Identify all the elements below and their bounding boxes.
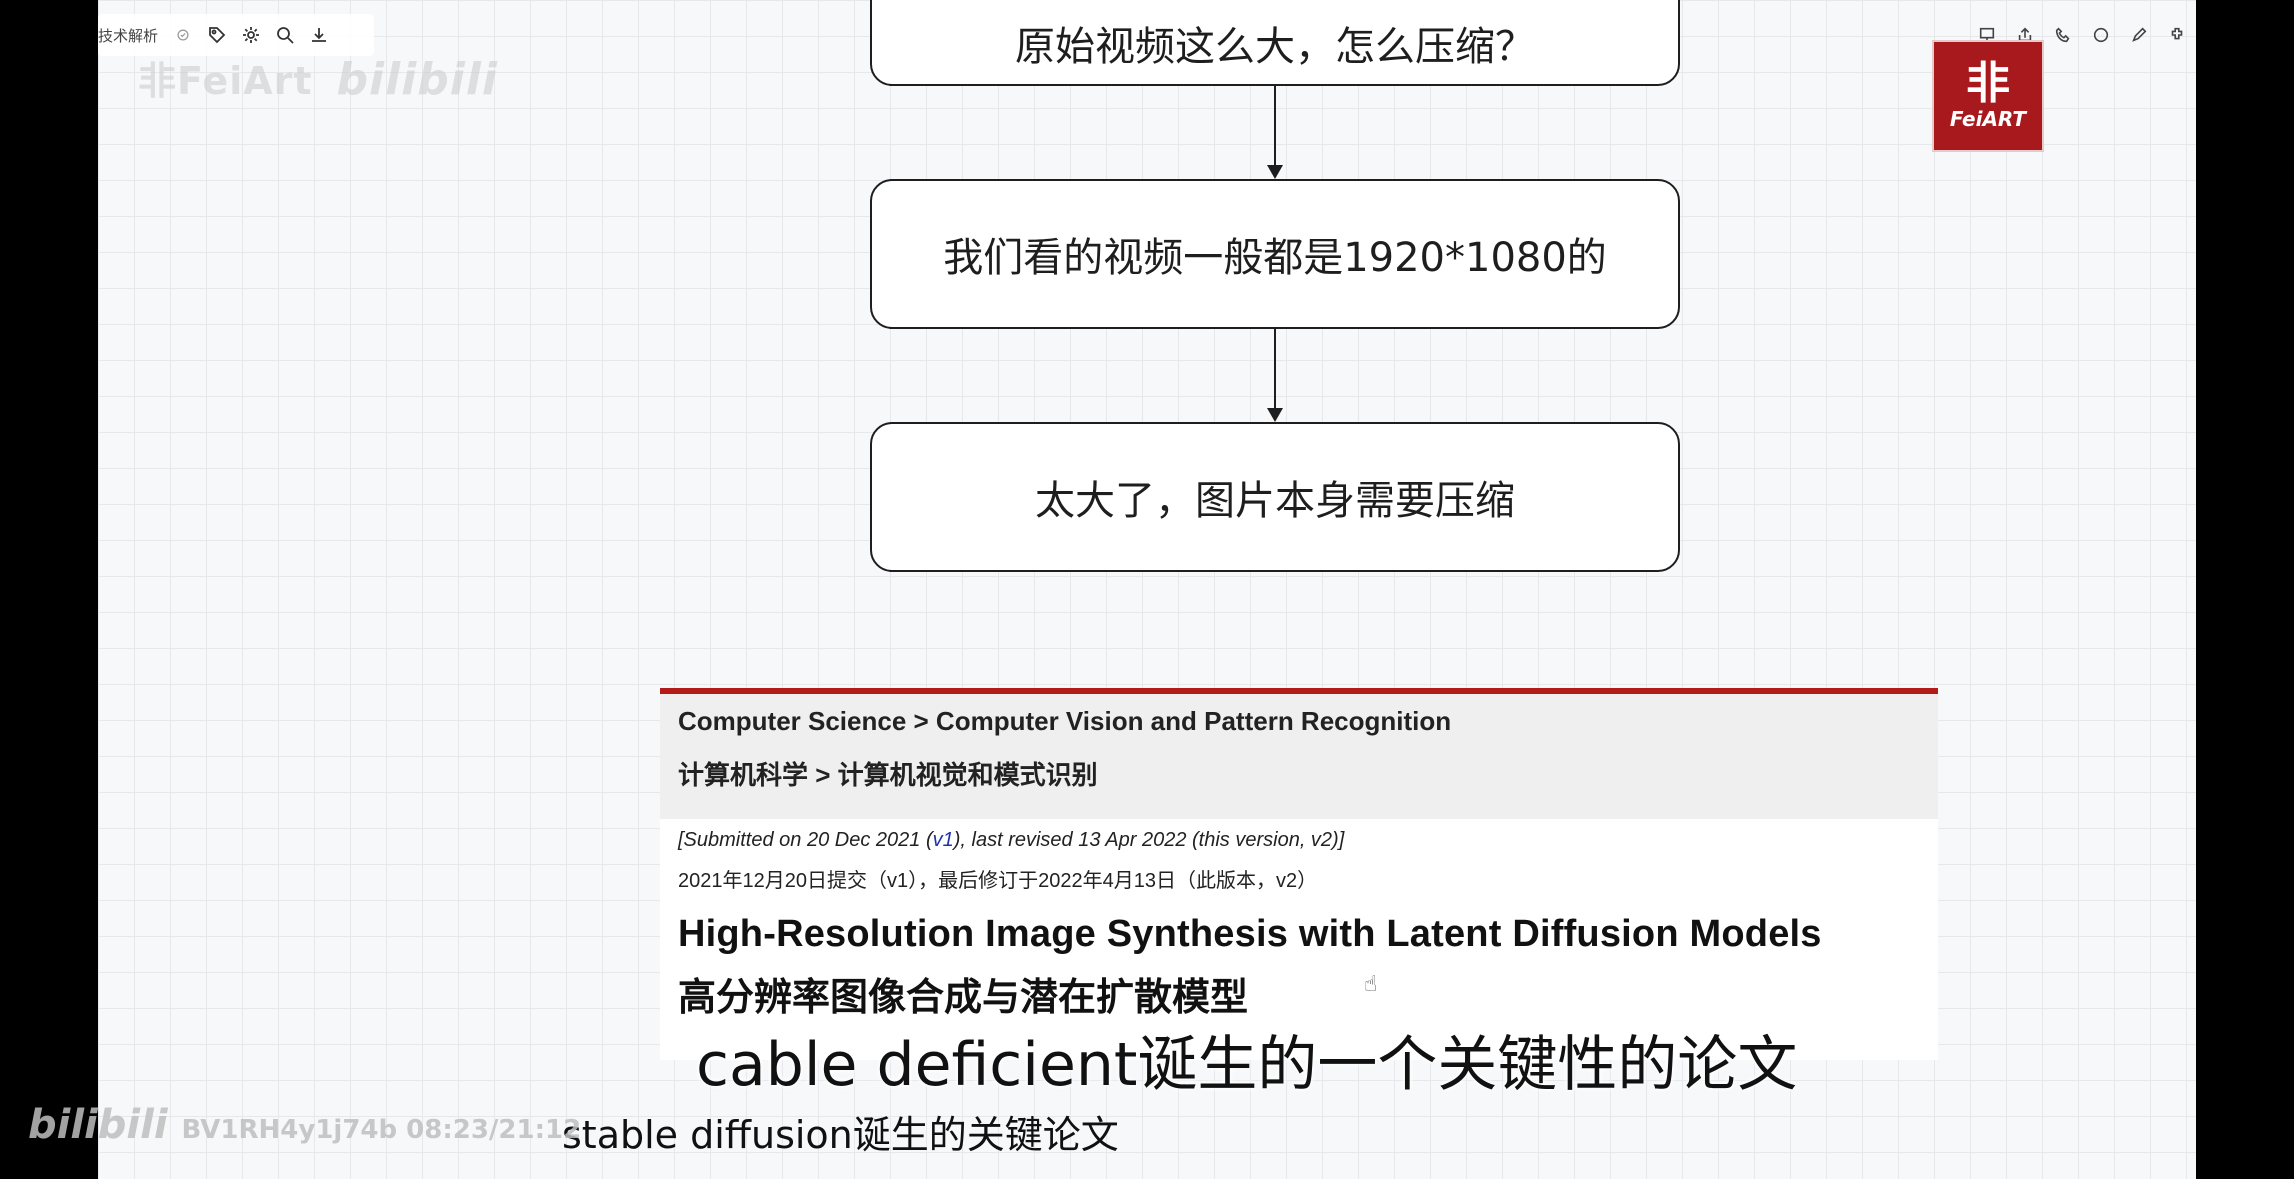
breadcrumb-translation: 计算机科学 > 计算机视觉和模式识别: [678, 760, 1098, 790]
flow-node[interactable]: 太大了，图片本身需要压缩: [870, 422, 1680, 572]
flow-arrow: [1267, 329, 1283, 422]
submission-info: [Submitted on 20 Dec 2021 (v1), last rev…: [660, 819, 1938, 852]
hand-cursor-icon: ☝: [1364, 972, 1378, 997]
top-left-toolbar: 技术解析: [98, 14, 374, 56]
pen-icon[interactable]: [2122, 18, 2156, 52]
flow-arrow: [1267, 86, 1283, 179]
logo-glyph: 非: [1966, 58, 2010, 109]
breadcrumb: Computer Science > Computer Vision and P…: [678, 706, 1452, 736]
paper-screenshot: Computer Science > Computer Vision and P…: [660, 688, 1938, 1060]
logo-word: FeiART: [1949, 107, 2027, 131]
brand-watermark: 非FeiArt: [138, 59, 313, 103]
video-stamp: bilibili BV1RH4y1j74b 08:23/21:12: [28, 1102, 581, 1148]
whiteboard-canvas[interactable]: 技术解析 非FeiArt bilibili: [98, 0, 2196, 1179]
flow-node[interactable]: 原始视频这么大，怎么压缩？: [870, 0, 1680, 86]
flow-node[interactable]: 我们看的视频一般都是1920*1080的: [870, 179, 1680, 329]
paper-title-translation: 高分辨率图像合成与潜在扩散模型: [678, 977, 1249, 1019]
search-icon[interactable]: [268, 18, 302, 52]
video-id-time: BV1RH4y1j74b 08:23/21:12: [181, 1115, 582, 1145]
subtitle-main: cable deficient诞生的一个关键性的论文: [696, 1030, 1798, 1100]
submission-suffix: ), last revised 13 Apr 2022 (this versio…: [953, 829, 1345, 851]
paper-header: Computer Science > Computer Vision and P…: [660, 694, 1938, 819]
flow-node-label: 太大了，图片本身需要压缩: [1035, 478, 1515, 524]
flow-node-label: 我们看的视频一般都是1920*1080的: [943, 235, 1607, 281]
feiart-logo: 非 FeiART: [1932, 40, 2044, 152]
phone-icon[interactable]: [2046, 18, 2080, 52]
comment-icon[interactable]: [2084, 18, 2118, 52]
document-title[interactable]: 技术解析: [98, 26, 159, 45]
submission-prefix: [Submitted on 20 Dec 2021 (: [678, 829, 933, 851]
tag-icon[interactable]: [200, 18, 234, 52]
version-link[interactable]: v1: [932, 829, 954, 851]
bilibili-watermark: bilibili: [336, 54, 499, 105]
status-icon: [166, 18, 200, 52]
subtitle-secondary: stable diffusion诞生的关键论文: [562, 1113, 1119, 1157]
settings-icon[interactable]: [234, 18, 268, 52]
bilibili-logo: bilibili: [28, 1102, 168, 1148]
download-icon[interactable]: [302, 18, 336, 52]
channel-watermark: 非FeiArt bilibili: [138, 50, 498, 105]
flow-node-label: 原始视频这么大，怎么压缩？: [1015, 24, 1535, 70]
paper-title: High-Resolution Image Synthesis with Lat…: [678, 913, 1822, 955]
submission-info-translation: 2021年12月20日提交（v1），最后修订于2022年4月13日（此版本，v2…: [678, 870, 1318, 892]
plugin-icon[interactable]: [2160, 18, 2194, 52]
